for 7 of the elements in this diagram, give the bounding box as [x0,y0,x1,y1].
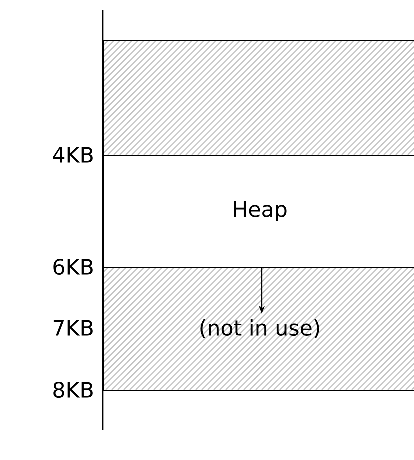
address-label: 7KB [54,320,93,336]
hatched-region: (not in use) [103,267,414,392]
address-label: 4KB [53,147,93,163]
memory-region: Heap [103,155,414,268]
address-label: 6KB [54,258,93,276]
hatched-region [103,40,414,156]
address-label: 8KB [54,382,93,398]
